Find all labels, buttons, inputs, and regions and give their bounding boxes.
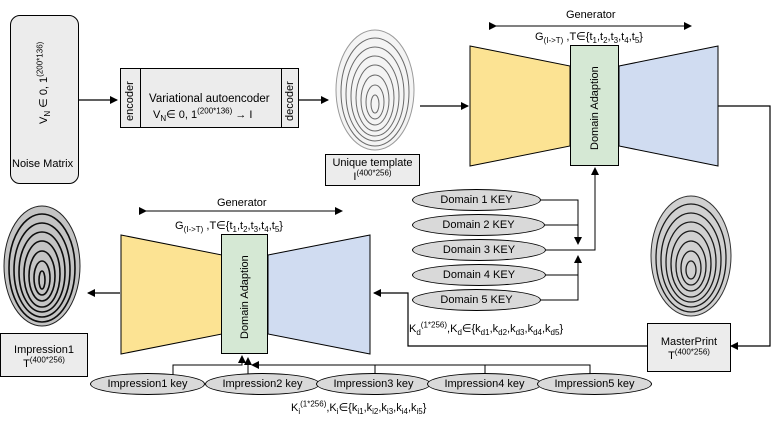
impression-key-4-label: Impression4 key (444, 378, 525, 390)
impression-key-2-label: Impression2 key (222, 378, 303, 390)
kd-formula: Kd(1*256),Kd∈{kd1,kd2,kd3,kd4,kd5} (409, 320, 564, 338)
encoder-trapezoid-top (469, 45, 571, 167)
vae-encoder-label: encoder (124, 81, 136, 121)
domain-key-4: Domain 4 KEY (412, 264, 546, 286)
generator-bottom-title: Generator (217, 197, 267, 209)
vae-encoder-strip: encoder (121, 69, 141, 127)
noise-matrix-label: Noise Matrix (12, 158, 74, 170)
domain-adaption-bottom-label: Domain Adaption (239, 255, 251, 339)
impression-size: T(400*256) (23, 355, 65, 370)
template-caption: Unique template I(400*256) (325, 154, 420, 186)
impression-key-3: Impression3 key (316, 373, 431, 395)
domain-key-5: Domain 5 KEY (412, 289, 541, 311)
domain-key-5-label: Domain 5 KEY (440, 294, 513, 306)
generator-top-title: Generator (566, 9, 616, 21)
impression-key-2: Impression2 key (205, 373, 320, 395)
encoder-trapezoid-bottom (120, 234, 223, 355)
domain-key-2-label: Domain 2 KEY (442, 219, 515, 231)
impression-key-4: Impression4 key (427, 373, 542, 395)
vae-decoder-label: decoder (284, 81, 296, 121)
fingerprint-impression-icon (3, 205, 81, 327)
noise-matrix-box: VN ∈ 0, 1(200*136) Noise Matrix (10, 15, 79, 184)
domain-adaption-top: Domain Adaption (570, 45, 619, 166)
ki-formula: Ki(1*256),Ki∈{ki1,ki2,ki3,ki4,ki5} (291, 399, 427, 417)
vae-formula: VN∈ 0, 1(200*136) → I (153, 106, 253, 124)
decoder-trapezoid-bottom (267, 234, 371, 355)
domain-key-4-label: Domain 4 KEY (442, 269, 516, 281)
vae-box: encoder decoder Variational autoencoder … (120, 68, 299, 128)
vae-decoder-strip: decoder (281, 69, 298, 127)
decoder-trapezoid-top (618, 45, 719, 167)
domain-adaption-top-label: Domain Adaption (589, 66, 601, 150)
template-size: I(400*256) (353, 168, 392, 183)
generator-bottom-formula: G(I->T) ,T∈{t1,t2,t3,t4,t5} (175, 220, 283, 235)
impression-key-1-label: Impression1 key (107, 378, 188, 390)
impression-key-5: Impression5 key (537, 373, 652, 395)
impression-caption: Impression1 T(400*256) (0, 333, 88, 377)
arrow-masterprint-to-generator (373, 289, 647, 347)
masterprint-caption: MasterPrint T(400*256) (647, 323, 731, 372)
fingerprint-template-icon (335, 29, 415, 151)
fingerprint-masterprint-icon (650, 195, 732, 317)
domain-key-1: Domain 1 KEY (412, 189, 541, 211)
arrow-generator-to-masterprint (718, 105, 771, 350)
masterprint-label: MasterPrint (660, 336, 718, 348)
impression-key-1: Impression1 key (90, 373, 205, 395)
impression-key-5-label: Impression5 key (554, 378, 635, 390)
domain-key-3: Domain 3 KEY (412, 239, 546, 261)
domain-adaption-bottom: Domain Adaption (221, 234, 268, 354)
domain-key-2: Domain 2 KEY (412, 214, 545, 236)
noise-matrix-formula: VN ∈ 0, 1(200*136) (35, 41, 53, 124)
generator-top-formula: G(I->T) ,T∈{t1,t2,t3,t4,t5} (535, 31, 643, 46)
domain-key-1-label: Domain 1 KEY (440, 194, 513, 206)
impression-label: Impression1 (14, 344, 74, 356)
vae-title: Variational autoencoder (149, 93, 270, 105)
masterprint-size: T(400*256) (668, 347, 710, 362)
domain-key-3-label: Domain 3 KEY (442, 244, 516, 256)
impression-key-3-label: Impression3 key (333, 378, 414, 390)
template-label: Unique template (332, 157, 413, 169)
